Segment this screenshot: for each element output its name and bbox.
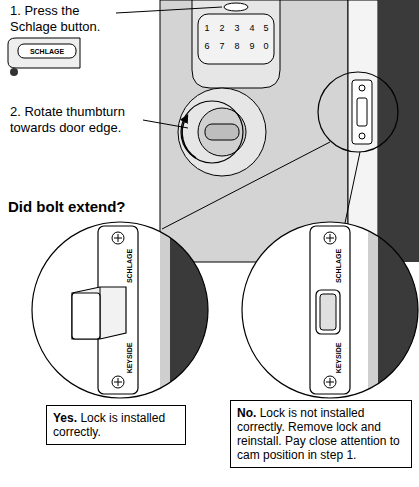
plate-text: SCHLAGE <box>126 249 133 283</box>
result-text: Lock is not installed correctly. Remove … <box>237 406 400 462</box>
brand-badge: SCHLAGE <box>30 48 64 55</box>
key-digit: 7 <box>219 42 224 51</box>
step-text: 2. Rotate thumbturn towards door edge. <box>10 104 142 136</box>
key-digit: 1 <box>204 24 209 33</box>
step-text: 1. Press the Schlage button. <box>10 3 116 35</box>
key-digit: 0 <box>263 42 268 51</box>
result-box: No. Lock is not installed correctly. Rem… <box>230 400 412 468</box>
question-heading: Did bolt extend? <box>8 198 126 215</box>
key-digit: 6 <box>204 42 209 51</box>
plate-text: SCHLAGE <box>335 249 342 283</box>
key-digit: 3 <box>234 24 239 33</box>
key-digit: 8 <box>234 42 239 51</box>
result-box: Yes. Lock is installed correctly. <box>46 405 186 445</box>
key-digit: 2 <box>219 24 224 33</box>
answer-word: Yes. <box>53 411 77 425</box>
answer-word: No. <box>237 406 256 420</box>
plate-text: KEYSIDE <box>335 343 342 374</box>
key-digit: 5 <box>263 24 268 33</box>
key-digit: 4 <box>249 24 254 33</box>
plate-text: KEYSIDE <box>126 343 133 374</box>
key-digit: 9 <box>249 42 254 51</box>
